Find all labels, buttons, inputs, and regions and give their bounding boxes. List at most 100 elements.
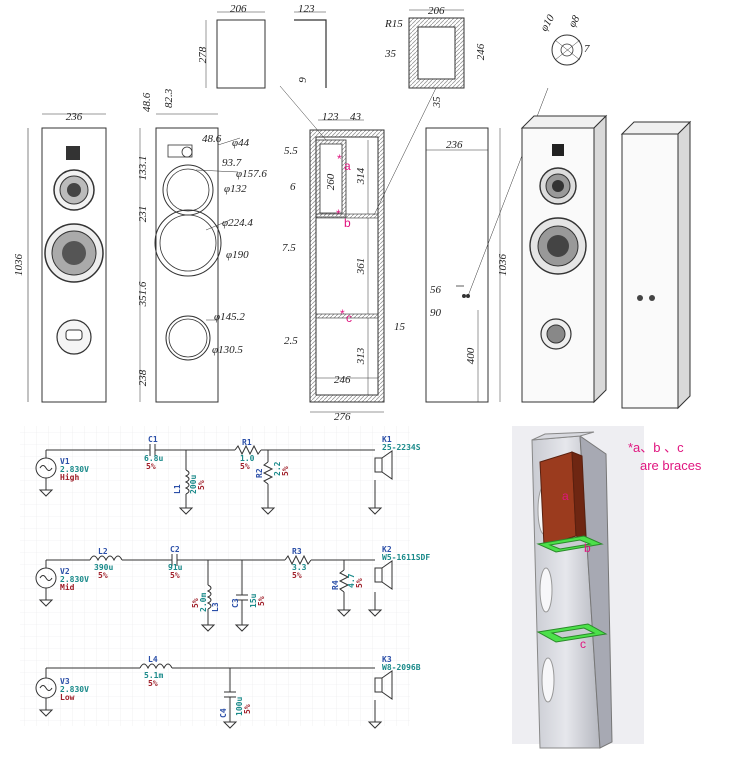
brace-a-star: *: [337, 152, 342, 166]
l4-tol: 5%: [148, 679, 158, 688]
v2-value: 2.830V: [60, 575, 89, 584]
dim-82-3: 82.3: [163, 88, 175, 108]
dim-6: 6: [290, 181, 296, 193]
dim-314: 314: [355, 167, 367, 185]
c4-value: 100u: [235, 697, 244, 716]
dim-93-7: 93.7: [222, 157, 242, 169]
dim-7: 7: [584, 43, 590, 55]
dim-231: 231: [137, 206, 149, 223]
front-width-dim: 236: [66, 111, 83, 123]
dim-sq-206: 206: [428, 5, 445, 17]
k3-name: K3: [382, 655, 392, 664]
front-height-dim: 1036: [13, 254, 25, 277]
brace-c-label: c: [346, 311, 352, 325]
dim-7-5: 7.5: [282, 242, 296, 254]
dim-238: 238: [137, 369, 149, 386]
dim-sec-123: 123: [322, 111, 339, 123]
c3-tol: 5%: [257, 596, 266, 606]
dim-48-6b: 48.6: [202, 133, 222, 145]
dim-5-5: 5.5: [284, 145, 298, 157]
brace-a-label: a: [344, 159, 351, 173]
l2-name: L2: [98, 547, 108, 556]
dim-top-206: 206: [230, 3, 247, 15]
c2-tol: 5%: [170, 571, 180, 580]
dim-phi145-2: φ145.2: [214, 311, 245, 323]
l4-name: L4: [148, 655, 158, 664]
render-label-a: a: [562, 489, 569, 503]
dim-phi8: φ8: [566, 13, 582, 29]
c4-tol: 5%: [243, 704, 252, 714]
c1-name: C1: [148, 435, 158, 444]
dim-phi157-6: φ157.6: [236, 168, 267, 180]
c1-tol: 5%: [146, 462, 156, 471]
drilling-view: [139, 113, 241, 403]
dim-278: 278: [197, 46, 209, 63]
v2-name: V2: [60, 567, 70, 576]
r4-value: 4.7: [347, 573, 356, 588]
r4-tol: 5%: [355, 578, 364, 588]
k3-model: W8-2096B: [382, 663, 421, 672]
terminal-detail: [551, 34, 583, 66]
dim-phi132: φ132: [224, 183, 247, 195]
l3-tol: 5%: [191, 598, 200, 608]
binding-post-right: [649, 295, 655, 301]
r2-tol: 5%: [281, 466, 290, 476]
r2-value: 2.2: [273, 461, 282, 476]
dim-56: 56: [430, 284, 442, 296]
dim-2-5: 2.5: [284, 335, 298, 347]
r3-value: 3.3: [292, 563, 307, 572]
c2-value: 91u: [168, 563, 183, 572]
l4-value: 5.1m: [144, 671, 163, 680]
dim-351-6: 351.6: [137, 281, 149, 307]
v3-band: Low: [60, 693, 75, 702]
r2-name: R2: [255, 468, 264, 478]
dim-sq-35b: 35: [431, 96, 443, 109]
dim-side-236: 236: [446, 139, 463, 151]
c2-name: C2: [170, 545, 180, 554]
v1-value: 2.830V: [60, 465, 89, 474]
l1-tol: 5%: [197, 480, 206, 490]
render-label-b: b: [584, 541, 591, 555]
r1-name: R1: [242, 438, 252, 447]
v3-name: V3: [60, 677, 70, 686]
dim-phi190: φ190: [226, 249, 249, 261]
r3-name: R3: [292, 547, 302, 556]
dim-top-123: 123: [298, 3, 315, 15]
r1-value: 1.0: [240, 454, 255, 463]
front-view: 236 1036: [13, 111, 107, 403]
brace-section-square: [408, 9, 465, 89]
l1-name: L1: [173, 484, 182, 494]
dim-15: 15: [394, 321, 406, 333]
render-label-c: c: [580, 637, 586, 651]
brace-note-line2: are braces: [640, 458, 702, 473]
c1-value: 6.8u: [144, 454, 163, 463]
k2-model: W5-1611SDF: [382, 553, 430, 562]
dim-276: 276: [334, 411, 351, 423]
brace-b-label: b: [344, 216, 351, 230]
side-view: [425, 87, 549, 403]
v3-value: 2.830V: [60, 685, 89, 694]
r4-name: R4: [331, 580, 340, 590]
l1-value: 200u: [189, 475, 198, 494]
cutaway-render: [512, 426, 644, 749]
dim-phi44: φ44: [232, 137, 250, 149]
render-back-3d: [620, 120, 692, 410]
l2-value: 390u: [94, 563, 113, 572]
v1-band: High: [60, 472, 79, 482]
binding-post-left: [637, 295, 643, 301]
v2-band: Mid: [60, 582, 75, 592]
dim-400: 400: [465, 347, 477, 364]
dim-133-1: 133.1: [137, 156, 149, 181]
v1-name: V1: [60, 457, 70, 466]
c4-name: C4: [219, 708, 228, 718]
dim-sec-43: 43: [350, 111, 362, 123]
dim-90: 90: [430, 307, 442, 319]
dim-48-6a: 48.6: [141, 92, 153, 112]
crossover-schematic: [35, 444, 393, 729]
dim-313: 313: [355, 347, 367, 365]
section-view: [279, 85, 437, 413]
l3-value: 2.0m: [199, 593, 208, 612]
r1-tol: 5%: [240, 462, 250, 471]
dim-phi130-5: φ130.5: [212, 344, 243, 356]
dim-phi10: φ10: [538, 12, 557, 33]
